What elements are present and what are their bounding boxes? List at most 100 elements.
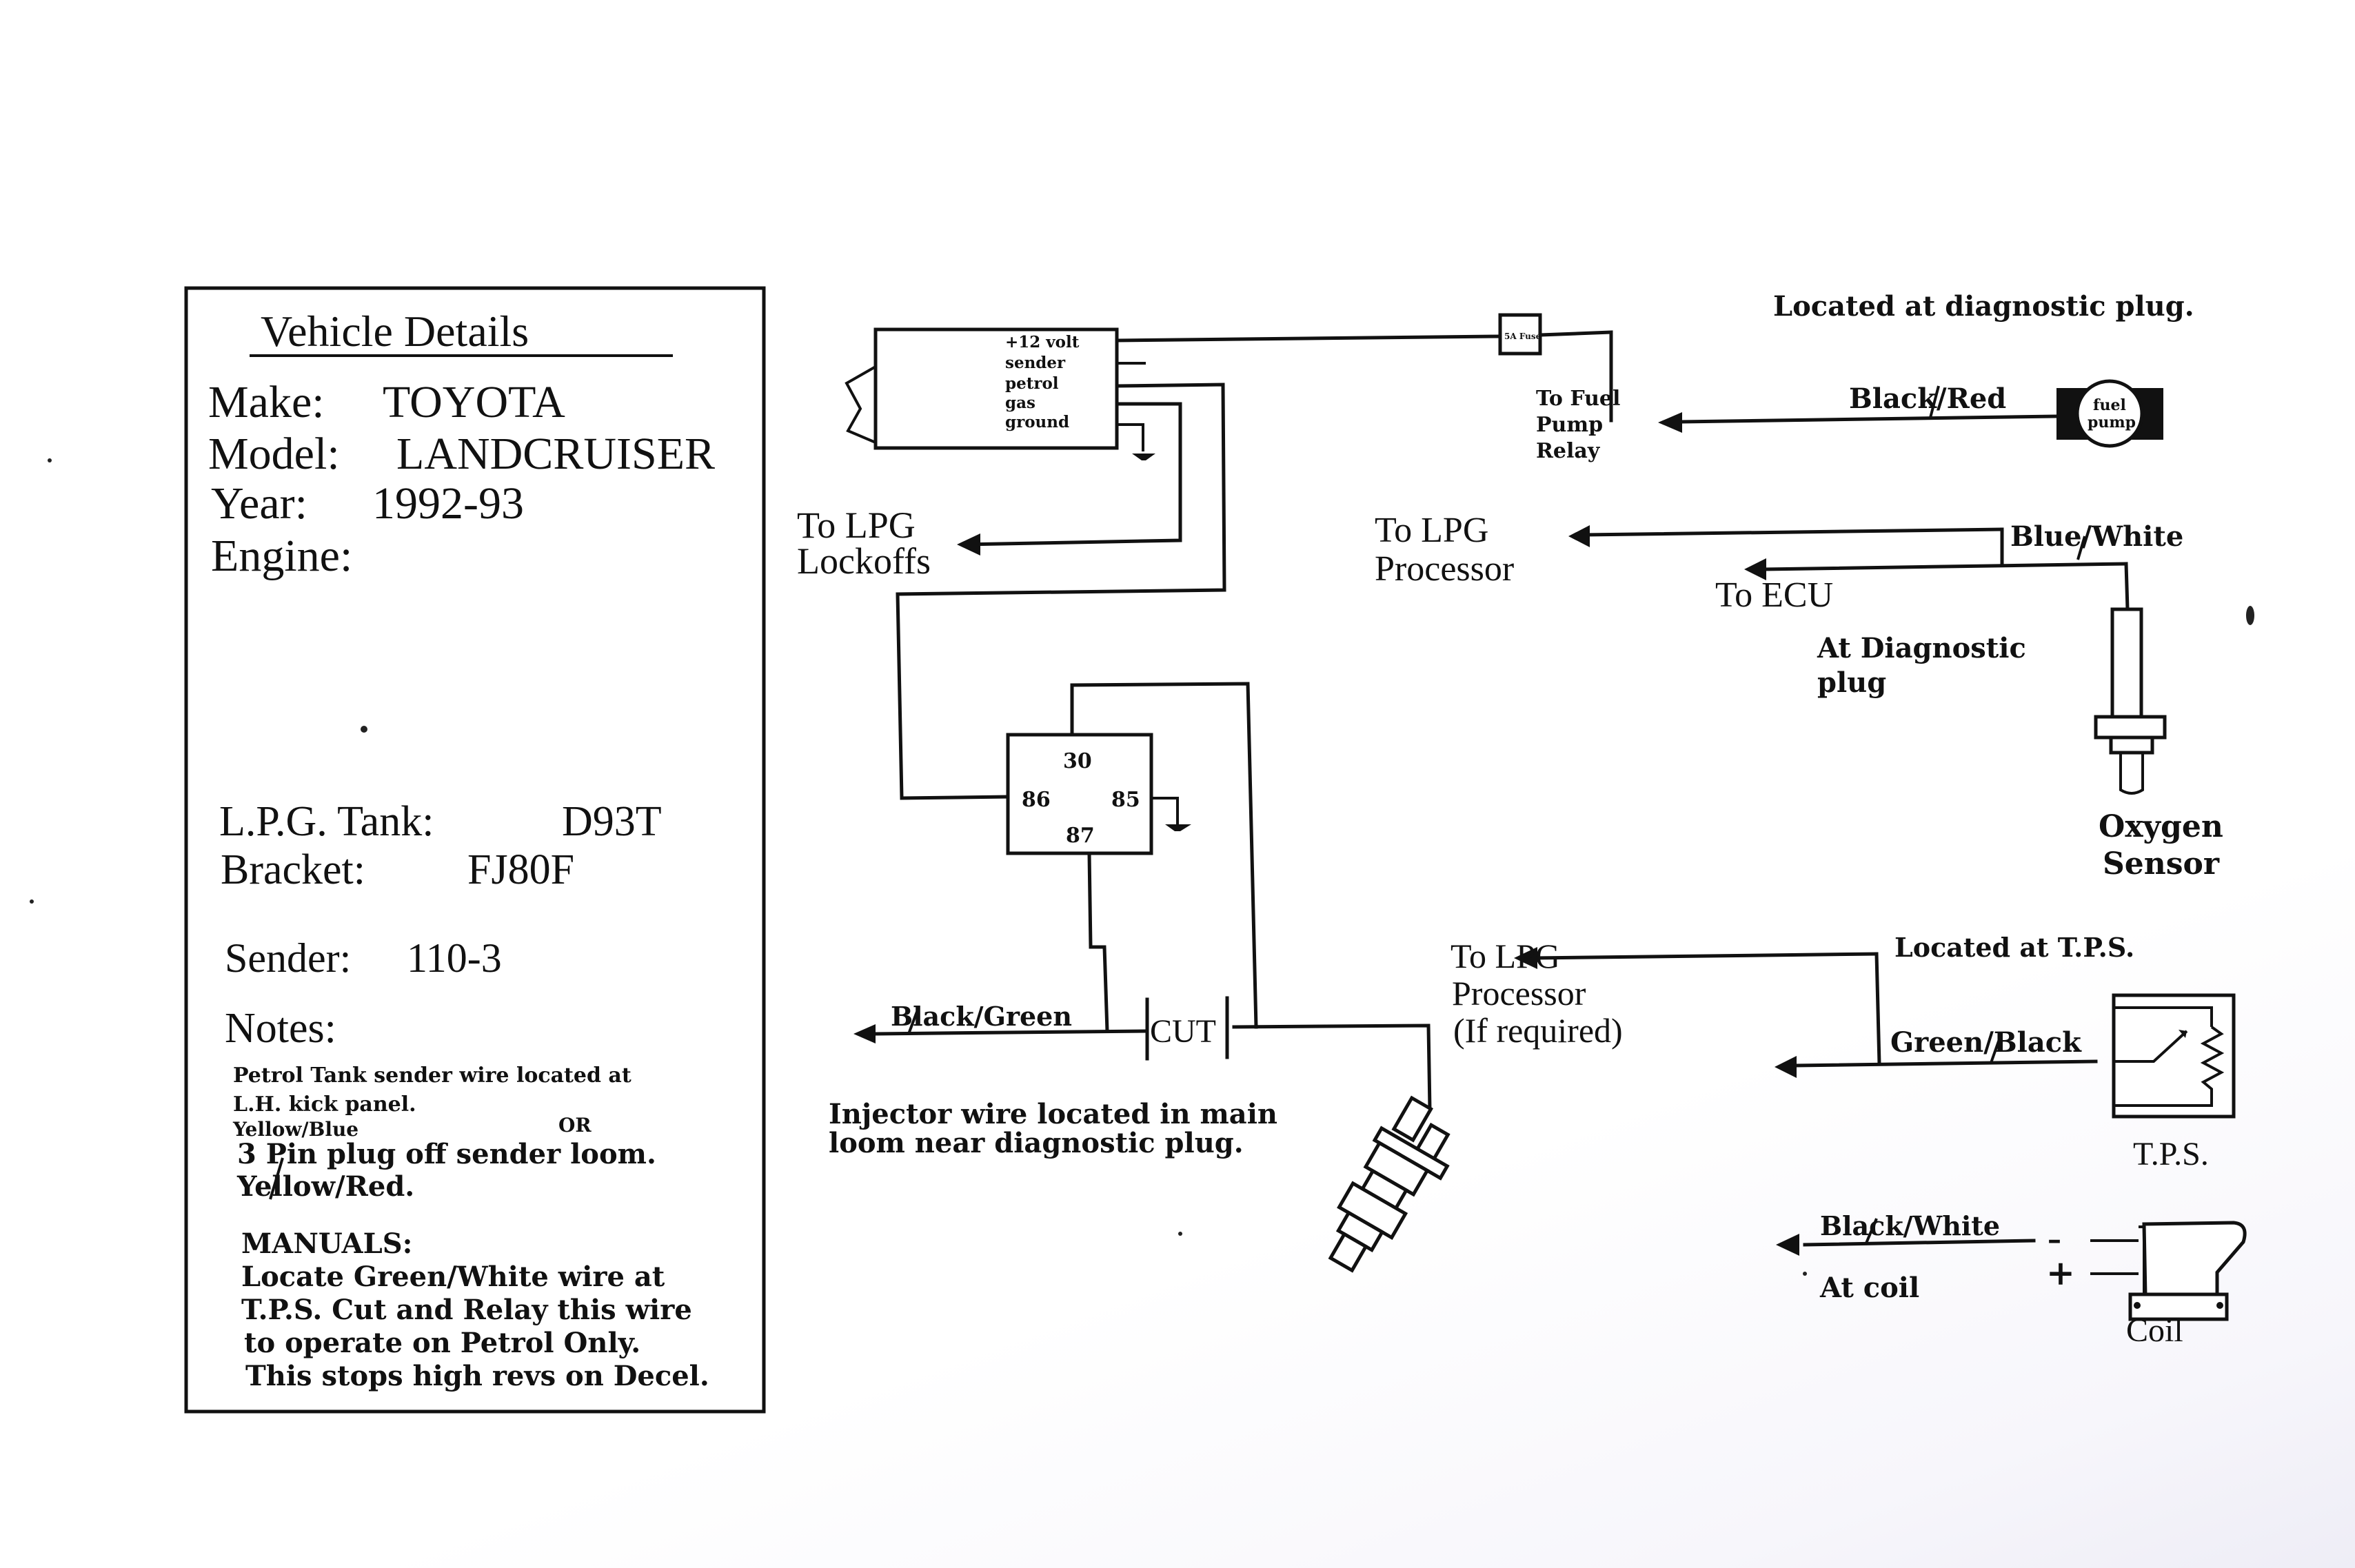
arrow-to-lpg-processor — [1568, 525, 1590, 547]
notes-line-1: Petrol Tank sender wire located at — [233, 1063, 631, 1088]
located-diagnostic-plug-label: Located at diagnostic plug. — [1773, 290, 2194, 323]
manuals-line-4: This stops high revs on Decel. — [245, 1360, 709, 1392]
to-fuel-label-2: Pump — [1536, 413, 1603, 437]
vehicle-details-panel: Vehicle Details Make: TOYOTA Model: LAND… — [184, 286, 766, 1414]
terminal-ground: ground — [1005, 413, 1069, 431]
at-coil-label: At coil — [1819, 1272, 1919, 1304]
arrow-tps-to-processor — [1514, 947, 1537, 969]
oxygen-sensor-label-1: Oxygen — [2099, 809, 2223, 844]
relay-pin-30: 30 — [1063, 749, 1092, 773]
wire-black-white — [1803, 1239, 2036, 1247]
green-black-slash — [1990, 1039, 2001, 1063]
wire-green-black — [1795, 1059, 2098, 1068]
relay-pin-87: 87 — [1066, 824, 1095, 848]
notes-slash-mark — [269, 1157, 284, 1200]
to-fuel-label-3: Relay — [1536, 439, 1601, 463]
wire-to-injector — [1232, 1024, 1432, 1112]
model-value: LANDCRUISER — [396, 429, 715, 479]
wire-black-red — [1680, 414, 2058, 424]
green-black-label: Green/Black — [1890, 1026, 2082, 1059]
at-diag-plug-1: At Diagnostic — [1817, 632, 2026, 664]
scan-specks — [30, 458, 2254, 1276]
cut-label: CUT — [1150, 1013, 1216, 1050]
manuals-label: MANUALS: — [241, 1228, 412, 1260]
ignition-coil-icon — [2128, 1221, 2247, 1321]
terminal-12-volt: +12 volt — [1005, 333, 1080, 352]
arrow-black-green — [853, 1024, 876, 1043]
bracket-label: Bracket: — [221, 846, 365, 893]
black-green-slash — [907, 1011, 918, 1035]
at-diag-plug-2: plug — [1817, 666, 1886, 699]
vehicle-details-border — [184, 286, 766, 1414]
notes-line-2: L.H. kick panel. — [233, 1092, 416, 1117]
fuse-label: 5A Fuse — [1504, 332, 1542, 341]
black-white-slash — [1864, 1218, 1878, 1245]
wire-12v-to-fuse — [1115, 334, 1502, 343]
notes-line-5: Yellow/Red. — [236, 1170, 414, 1203]
wire-to-lpg-processor — [1584, 527, 2004, 537]
arrow-to-lockoffs — [957, 533, 980, 556]
year-value: 1992-93 — [372, 478, 524, 529]
oxygen-sensor-icon — [2094, 607, 2167, 795]
black-red-slash — [1929, 385, 1940, 418]
to-lpg-processor-ifreq-2: Processor — [1452, 974, 1586, 1012]
manuals-line-1: Locate Green/White wire at — [241, 1261, 665, 1293]
wire-relay-87 — [1087, 851, 1109, 1033]
notes-line-4: 3 Pin plug off sender loom. — [237, 1138, 656, 1170]
coil-label: Coil — [2126, 1312, 2183, 1349]
black-white-label: Black/White — [1820, 1210, 2000, 1241]
arrow-to-ecu — [1744, 558, 1766, 580]
relay-pin-85: 85 — [1111, 788, 1140, 812]
fuel-injector-icon — [1328, 1095, 1451, 1273]
terminal-petrol: petrol — [1005, 374, 1059, 393]
to-ecu-label: To ECU — [1715, 576, 1833, 615]
sender-value: 110-3 — [407, 935, 502, 981]
to-lpg-processor-ifreq-3: (If required) — [1453, 1011, 1623, 1050]
injector-note-line-1: Injector wire located in main — [829, 1098, 1277, 1130]
switch-ground-wire — [1117, 423, 1144, 451]
wire-relay-30 — [1070, 682, 1258, 1029]
arrow-black-white — [1776, 1234, 1799, 1256]
to-lpg-processor-1: To LPG — [1375, 511, 1488, 550]
to-lpg-processor-ifreq-1: To LPG — [1451, 937, 1560, 975]
coil-minus-label: – — [2048, 1223, 2061, 1256]
injector-note-line-2: loom near diagnostic plug. — [829, 1127, 1244, 1159]
wire-tps-branch — [1874, 952, 1881, 1066]
tps-label: T.P.S. — [2133, 1136, 2209, 1172]
wire-gas-to-lockoffs — [963, 402, 1182, 547]
fuel-pump-icon: fuel pump — [2056, 379, 2163, 448]
make-value: TOYOTA — [383, 377, 565, 427]
wire-black-green — [871, 1029, 1148, 1036]
vehicle-details-title: Vehicle Details — [261, 307, 529, 356]
manuals-line-2: T.P.S. Cut and Relay this wire — [241, 1294, 692, 1326]
terminal-gas: gas — [1005, 394, 1035, 412]
relay-ground-wire — [1151, 797, 1179, 826]
coil-plus-label: + — [2046, 1252, 2075, 1293]
manuals-line-3: to operate on Petrol Only. — [244, 1327, 640, 1359]
switch-unit-connector — [845, 365, 876, 444]
arrow-to-fuel-pump-relay — [1658, 412, 1682, 433]
black-red-label: Black/Red — [1849, 383, 2006, 415]
tps-icon — [2112, 993, 2236, 1119]
lpg-tank-label: L.P.G. Tank: — [219, 798, 434, 845]
wire-fuse-to-diag — [1538, 330, 1613, 422]
arrow-green-black — [1775, 1056, 1797, 1078]
lpg-tank-value: D93T — [562, 798, 662, 845]
black-green-label: Black/Green — [891, 1001, 1072, 1032]
fuel-pump-label-2: pump — [2088, 414, 2136, 431]
to-fuel-label-1: To Fuel — [1536, 387, 1620, 411]
make-label: Make: — [208, 377, 325, 427]
wire-tps-to-processor — [1533, 952, 1879, 960]
notes-line-3-right: OR — [558, 1114, 592, 1137]
fuel-pump-label-1: fuel — [2093, 396, 2126, 414]
terminal-sender: sender — [1005, 354, 1066, 372]
sender-label: Sender: — [225, 935, 351, 981]
located-tps-label: Located at T.P.S. — [1894, 932, 2134, 963]
oxygen-sensor-label-2: Sensor — [2103, 846, 2220, 882]
to-lpg-lockoffs-2: Lockoffs — [797, 540, 931, 582]
to-lpg-lockoffs-1: To LPG — [797, 505, 916, 546]
year-label: Year: — [211, 478, 307, 529]
switch-unit-body — [873, 327, 1119, 450]
